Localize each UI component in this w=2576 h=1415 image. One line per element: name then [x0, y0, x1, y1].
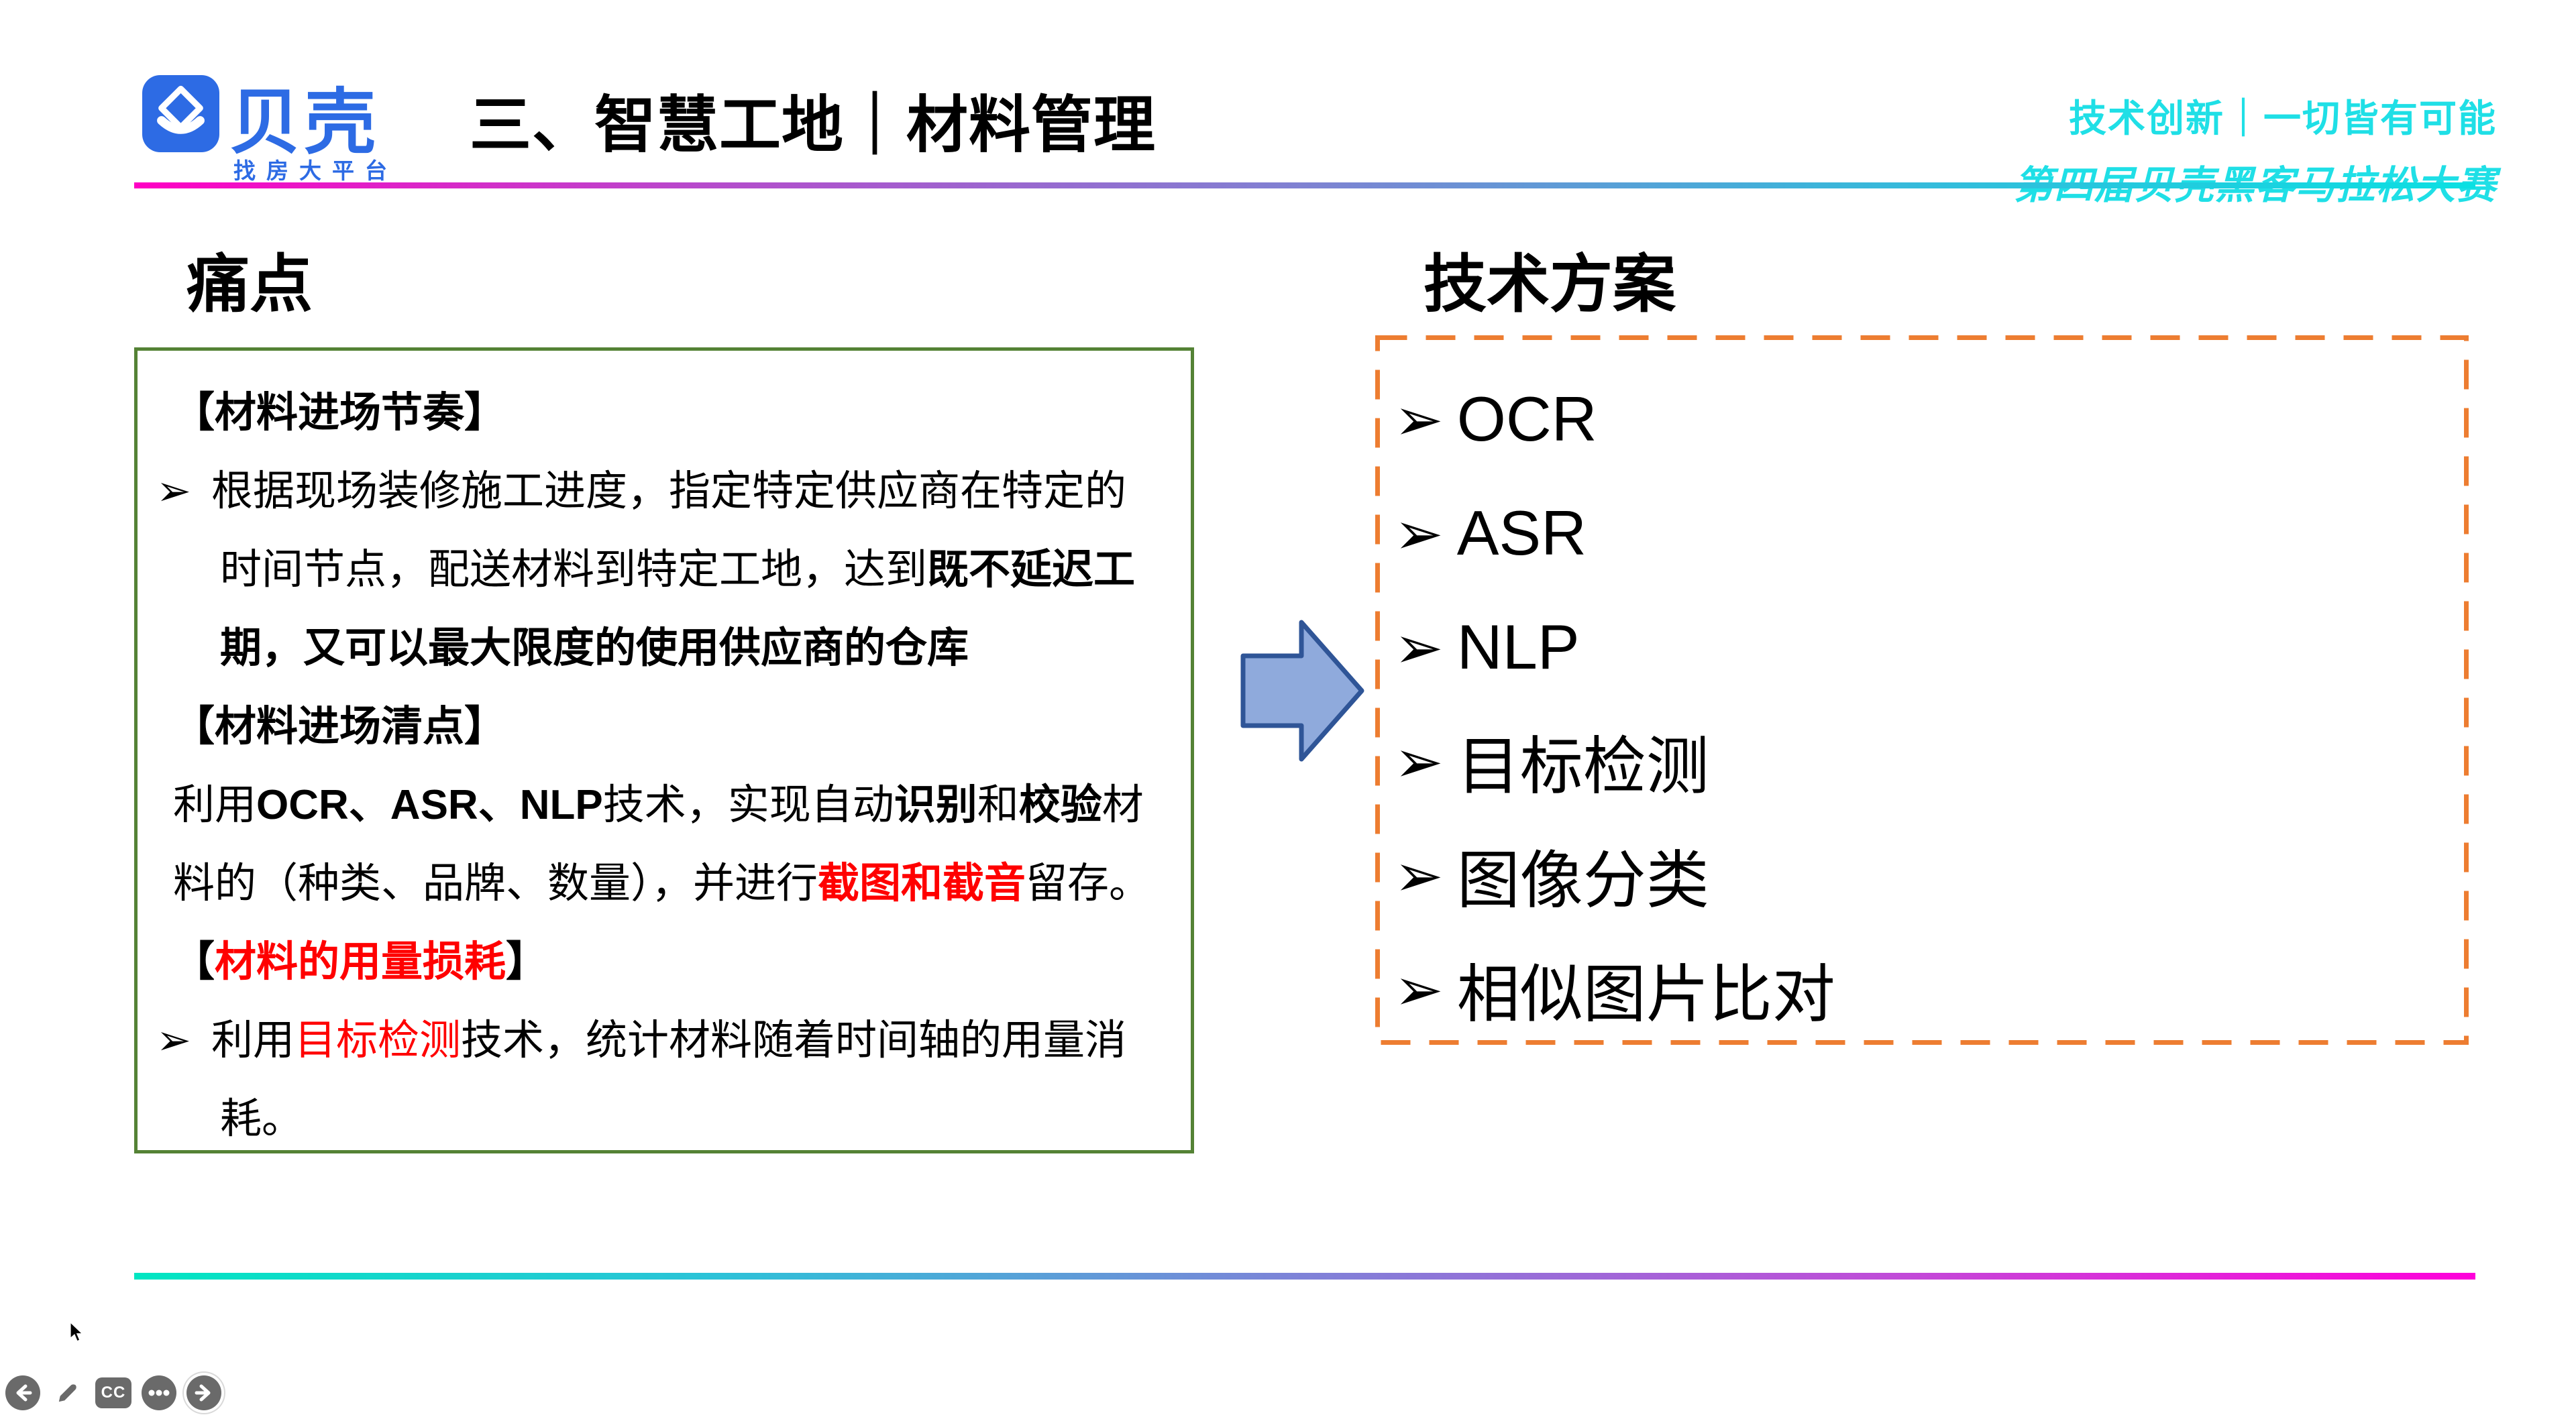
pain-text-line: 利用OCR、ASR、NLP技术，实现自动识别和校验材 [156, 766, 1177, 844]
pain-text-segment: 技术，实现自动 [602, 782, 894, 828]
brand-tagline: 找房大平台 [233, 158, 398, 183]
pain-text-segment: 留存。 [1026, 860, 1151, 907]
arrow-left-icon [16, 1384, 32, 1402]
bullet-arrow-icon: ➢ [1394, 500, 1444, 567]
prev-button[interactable] [5, 1375, 40, 1410]
pain-text-segment: 期，又可以最大限度的使用供应商的仓库 [220, 625, 969, 671]
pain-heading: 痛点 [186, 249, 313, 319]
pain-text-segment: 【材料进场清点】 [173, 703, 506, 750]
more-dots-icon [148, 1390, 170, 1396]
tech-list-item: ➢ASR [1375, 476, 2469, 590]
next-button[interactable] [186, 1375, 221, 1410]
pain-text-segment: 料的（种类、品牌、数量），并进行 [173, 860, 818, 907]
pain-text-segment: 【 [173, 939, 215, 985]
pain-text-line: 【材料的用量损耗】 [156, 923, 1177, 1001]
pencil-icon [56, 1382, 78, 1404]
pain-text-line: 耗。 [156, 1080, 1177, 1158]
playback-controls: CC [5, 1375, 221, 1410]
tech-item-label: 图像分类 [1456, 845, 1709, 915]
brand-name: 贝壳 [229, 83, 380, 162]
tech-list-item: ➢目标检测 [1375, 704, 2469, 818]
flow-arrow-icon [1240, 620, 1364, 762]
pain-text-segment: 截图和截音 [818, 860, 1026, 907]
pain-text-segment: 既不延迟工 [927, 547, 1136, 593]
pain-text-line: 料的（种类、品牌、数量），并进行截图和截音留存。 [156, 844, 1177, 923]
pain-text-line: 【材料进场清点】 [156, 687, 1177, 766]
cc-icon: CC [101, 1383, 126, 1402]
tech-item-label: 目标检测 [1456, 731, 1709, 801]
pain-box: 【材料进场节奏】 ➢ 根据现场装修施工进度，指定特定供应商在特定的时间节点，配送材料… [134, 347, 1194, 1153]
bullet-arrow-icon: ➢ [1394, 728, 1444, 795]
bullet-arrow-icon: ➢ [156, 1017, 191, 1064]
pain-text-segment: 校验 [1018, 782, 1102, 828]
draw-button[interactable] [50, 1375, 85, 1410]
pain-text-segment: 【材料进场节奏】 [173, 390, 506, 436]
pain-text-segment: 识别 [894, 782, 977, 828]
bullet-arrow-icon: ➢ [156, 468, 191, 514]
tech-item-label: OCR [1456, 384, 1597, 454]
pain-text-line: 时间节点，配送材料到特定工地，达到既不延迟工 [156, 530, 1177, 609]
tech-box: ➢OCR➢ASR➢NLP➢目标检测➢图像分类➢相似图片比对 [1375, 335, 2469, 1045]
slogan-secondary: 第四届贝壳黑客马拉松大赛 [2013, 164, 2497, 207]
header-divider [134, 182, 2475, 188]
pain-text-segment: 】 [506, 939, 548, 985]
tech-heading: 技术方案 [1424, 249, 1676, 319]
slogan-primary: 技术创新｜一切皆有可能 [2069, 97, 2497, 139]
tech-item-label: 相似图片比对 [1456, 959, 1835, 1029]
bullet-arrow-icon: ➢ [1394, 386, 1444, 453]
beike-logo-icon [142, 75, 219, 152]
captions-button[interactable]: CC [95, 1377, 131, 1408]
bullet-arrow-icon: ➢ [1394, 956, 1444, 1023]
pain-text-segment: 耗。 [220, 1096, 304, 1142]
pain-text-line: 【材料进场节奏】 [156, 374, 1177, 452]
page-title: 三、智慧工地｜材料管理 [470, 91, 1157, 160]
arrow-right-icon [195, 1384, 211, 1402]
pain-text-line: ➢ 利用目标检测技术，统计材料随着时间轴的用量消 [156, 1001, 1177, 1080]
pain-text-segment: 材料的用量损耗 [215, 939, 506, 985]
tech-list-item: ➢相似图片比对 [1375, 932, 2469, 1046]
pain-text-segment: OCR、ASR、NLP [256, 782, 603, 828]
tech-item-label: NLP [1456, 612, 1580, 682]
tech-list-item: ➢OCR [1375, 362, 2469, 476]
pain-text-segment: 根据现场装修施工进度，指定特定供应商在特定的 [211, 468, 1126, 514]
bullet-arrow-icon: ➢ [1394, 842, 1444, 909]
tech-item-label: ASR [1456, 498, 1587, 568]
more-button[interactable] [142, 1375, 176, 1410]
mouse-cursor [69, 1321, 85, 1343]
pain-text-segment: 时间节点，配送材料到特定工地，达到 [220, 547, 928, 593]
pain-text-segment: 和 [977, 782, 1019, 828]
slogan-block: 技术创新｜一切皆有可能 第四届贝壳黑客马拉松大赛 [2014, 89, 2497, 210]
pain-text-segment: 利用 [173, 782, 257, 828]
pain-text-segment: 目标检测 [294, 1017, 461, 1064]
footer-divider [134, 1273, 2475, 1280]
tech-list-item: ➢NLP [1375, 590, 2469, 704]
pain-text-segment: 技术，统计材料随着时间轴的用量消 [460, 1017, 1126, 1064]
pain-text-line: ➢ 根据现场装修施工进度，指定特定供应商在特定的 [156, 452, 1177, 530]
pain-text-line: 期，又可以最大限度的使用供应商的仓库 [156, 609, 1177, 687]
pain-text-segment: 利用 [211, 1017, 294, 1064]
bullet-arrow-icon: ➢ [1394, 614, 1444, 681]
tech-list-item: ➢图像分类 [1375, 818, 2469, 932]
pain-text-segment: 材 [1102, 782, 1144, 828]
tech-box-dashed-border [1375, 335, 2469, 1045]
